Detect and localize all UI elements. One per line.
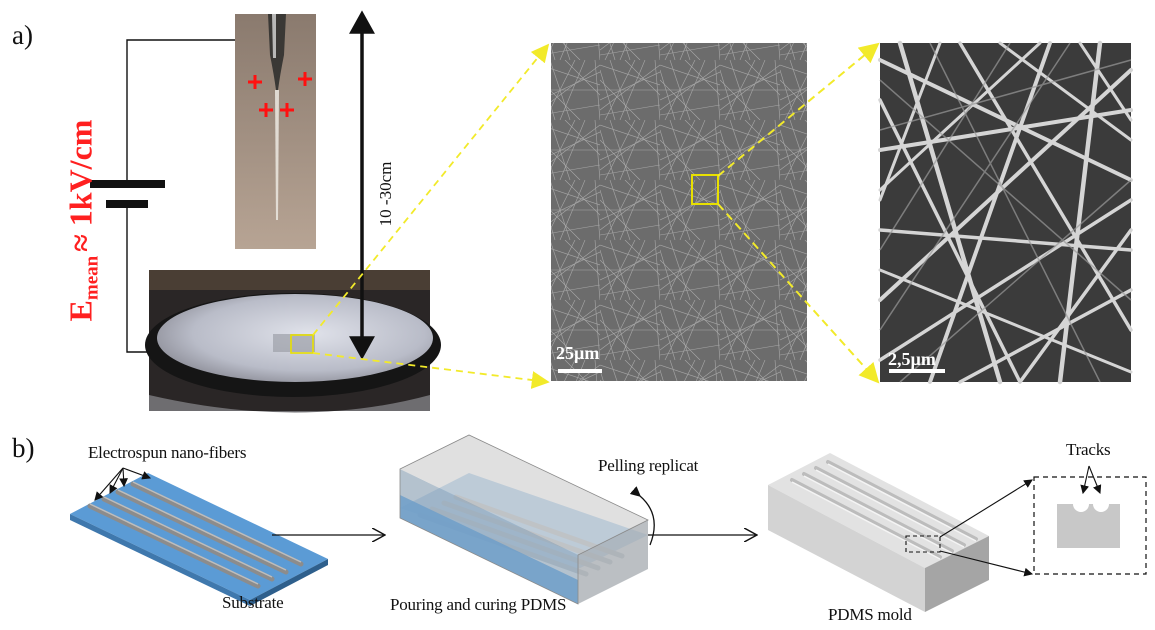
field-strength-label: Emean ≈ 1kV/cm	[63, 96, 104, 346]
detail-zoom-arrows	[939, 479, 1034, 577]
panel-b-label: b)	[12, 433, 35, 463]
pdms-mold-block	[768, 453, 989, 612]
battery-short-plate	[106, 200, 148, 208]
field-symbol: E	[62, 300, 99, 322]
track-detail-inset	[1033, 476, 1147, 575]
charge-signs	[248, 72, 312, 117]
sem-image-low-mag	[551, 43, 807, 381]
substrate-block	[70, 473, 328, 606]
panel-a-label: a)	[12, 20, 33, 50]
collector-photo	[145, 270, 441, 413]
pouring-label: Pouring and curing PDMS	[390, 595, 567, 614]
zoom-lines-1	[312, 43, 550, 389]
zoom-lines-2	[717, 42, 880, 384]
field-value: ≈ 1kV/cm	[62, 119, 99, 252]
tracks-label: Tracks	[1066, 440, 1111, 459]
field-subscript: mean	[81, 255, 103, 301]
sem-image-high-mag	[878, 40, 1133, 385]
scale-bar-label-2: 2,5µm	[888, 349, 936, 369]
substrate-label: Substrate	[222, 593, 284, 612]
peel-arrow	[629, 486, 655, 546]
peeling-label: Pelling replicat	[598, 456, 699, 475]
scale-bar-label-1: 25µm	[556, 343, 600, 363]
fibers-label: Electrospun nano-fibers	[88, 443, 247, 462]
pdms-pouring-block	[399, 434, 649, 605]
zoom-box-collector	[290, 334, 314, 354]
distance-arrow	[349, 10, 375, 360]
battery-long-plate	[90, 180, 165, 188]
tracks-callout-arrows	[1080, 465, 1102, 495]
mold-label: PDMS mold	[828, 605, 912, 624]
mold-detail-box	[905, 535, 941, 553]
needle-photo	[235, 14, 316, 249]
distance-label: 10 -30cm	[376, 161, 395, 227]
fiber-callout-arrows	[94, 467, 152, 501]
zoom-box-sem	[691, 174, 719, 205]
